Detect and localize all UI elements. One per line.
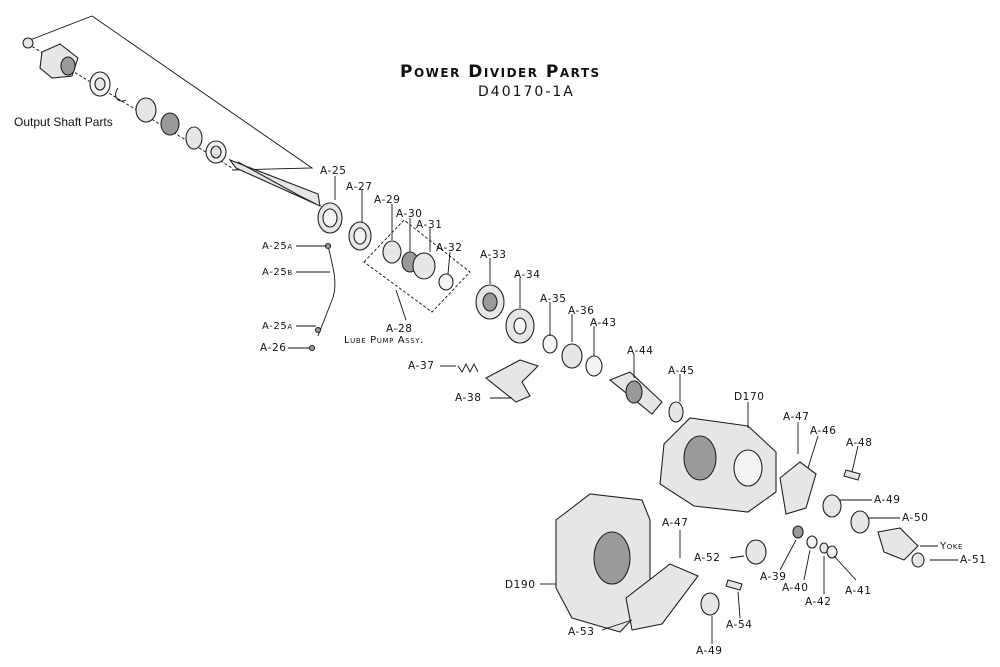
label-d190: D190 — [505, 579, 536, 591]
a48-bolt — [843, 469, 861, 481]
a50-bearing — [850, 510, 870, 534]
diagram-title: Power Divider Parts — [400, 62, 601, 82]
a52-seal — [745, 539, 767, 565]
a35-a36-a43-rings — [542, 334, 603, 377]
a46-cover — [779, 461, 817, 515]
label-a25b: A-25b — [262, 267, 293, 278]
a38-shift-fork — [485, 359, 540, 403]
label-a45: A-45 — [668, 365, 695, 377]
label-a41: A-41 — [845, 585, 872, 597]
output-shaft-bracket — [27, 15, 314, 171]
diagram-subtitle: D40170-1A — [478, 84, 575, 100]
label-a26: A-26 — [260, 342, 287, 354]
label-a48: A-48 — [846, 437, 873, 449]
label-a47-upper: A-47 — [783, 411, 810, 423]
d170-housing — [659, 417, 777, 513]
label-a25a-upper: A-25a — [262, 241, 293, 252]
label-a53: A-53 — [568, 626, 595, 638]
label-a46: A-46 — [810, 425, 837, 437]
label-a31: A-31 — [416, 219, 443, 231]
lube-pump-dashed-box — [363, 219, 471, 313]
label-yoke: Yoke — [939, 541, 963, 552]
label-a38: A-38 — [455, 392, 482, 404]
label-a49-upper: A-49 — [874, 494, 901, 506]
a27-ring — [348, 221, 372, 251]
label-d170: D170 — [734, 391, 765, 403]
a39-a42-small-parts — [792, 525, 838, 559]
label-a42: A-42 — [805, 596, 832, 608]
a34-gear — [505, 308, 535, 344]
label-a50: A-50 — [902, 512, 929, 524]
label-a35: A-35 — [540, 293, 567, 305]
label-a34: A-34 — [514, 269, 541, 281]
a44-shaft — [608, 371, 663, 415]
a25b-lube-tube — [308, 242, 336, 352]
label-a27: A-27 — [346, 181, 373, 193]
a37-spring — [457, 362, 479, 374]
label-a44: A-44 — [627, 345, 654, 357]
label-a39: A-39 — [760, 571, 787, 583]
a51-nut — [911, 552, 925, 568]
label-a40: A-40 — [782, 582, 809, 594]
label-a33: A-33 — [480, 249, 507, 261]
part-labels: A-25 A-27 A-29 A-30 A-31 A-32 A-33 A-34 … — [260, 165, 987, 657]
a45-gear — [668, 401, 684, 423]
a49-seal-upper — [822, 494, 842, 518]
output-shaft-parts — [22, 37, 321, 207]
label-a52: A-52 — [694, 552, 721, 564]
label-a54: A-54 — [726, 619, 753, 631]
label-a30: A-30 — [396, 208, 423, 220]
label-a47-lower: A-47 — [662, 517, 689, 529]
a53-cover-plate — [625, 563, 699, 631]
label-a37: A-37 — [408, 360, 435, 372]
a54-bolt — [725, 579, 743, 591]
label-lube-pump-assy: Lube Pump Assy. — [344, 335, 424, 346]
label-a32: A-32 — [436, 242, 463, 254]
label-a25a-lower: A-25a — [262, 321, 293, 332]
label-a29: A-29 — [374, 194, 401, 206]
label-a43: A-43 — [590, 317, 617, 329]
yoke-part — [877, 527, 919, 561]
a33-gear — [475, 284, 505, 320]
label-a25: A-25 — [320, 165, 347, 177]
label-a36: A-36 — [568, 305, 595, 317]
lube-pump-parts — [382, 240, 454, 291]
a25-sleeve — [317, 202, 343, 234]
leader-lines — [288, 176, 958, 644]
label-a28: A-28 — [386, 323, 413, 335]
output-shaft-group-label: Output Shaft Parts — [14, 115, 113, 129]
a49-seal-lower — [700, 592, 720, 616]
label-a49-lower: A-49 — [696, 645, 723, 657]
label-a51: A-51 — [960, 554, 987, 566]
